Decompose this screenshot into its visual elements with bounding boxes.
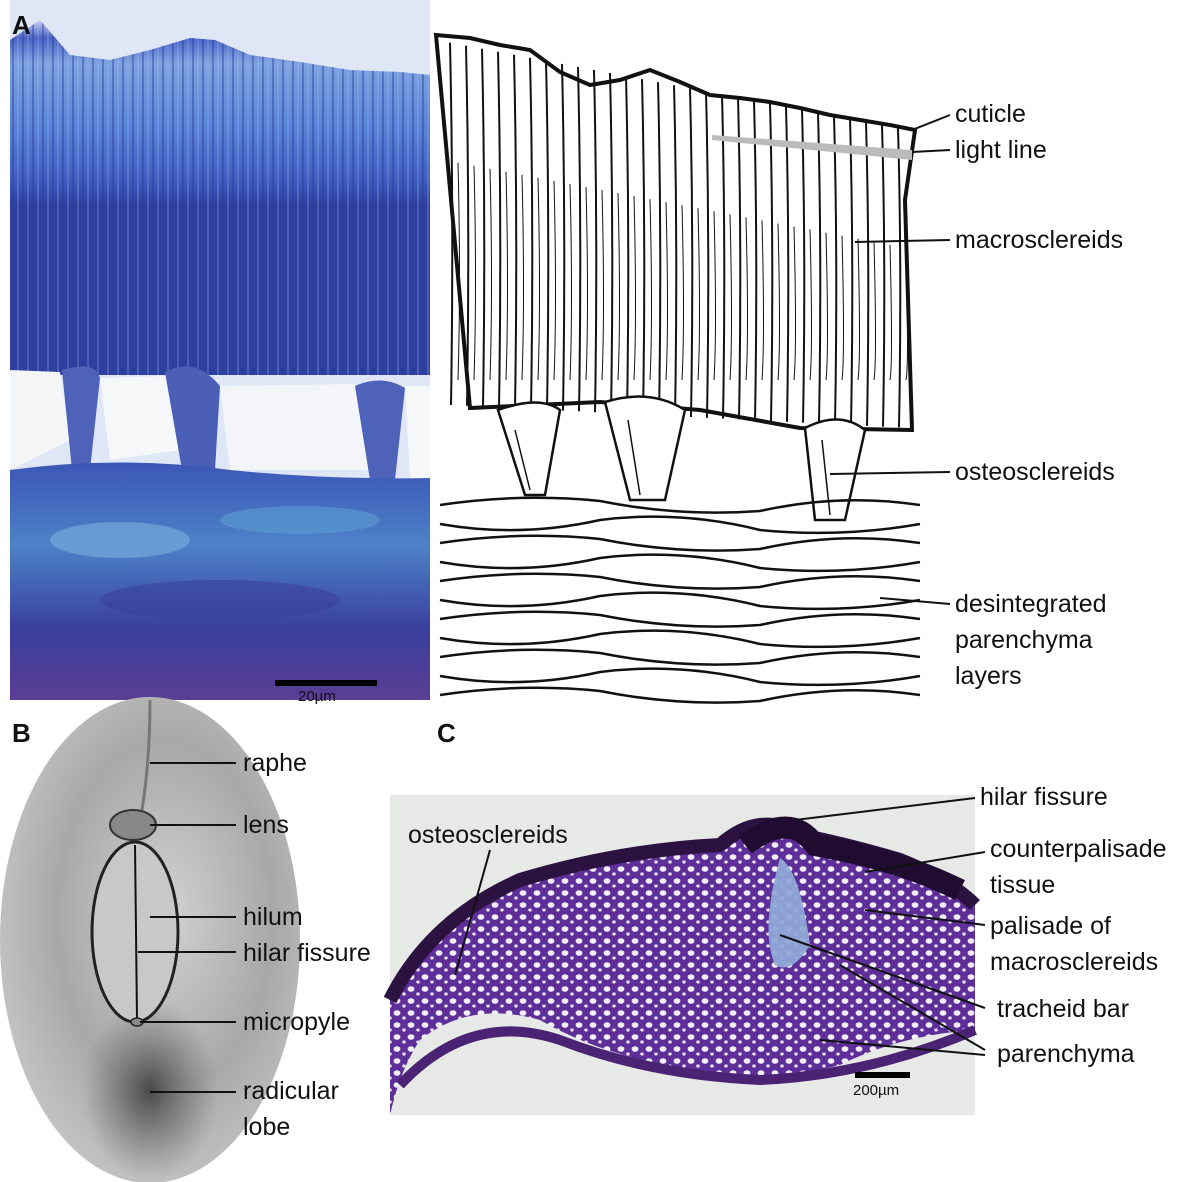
parenchyma-strand [439,572,921,590]
macrosclereid-lumen [553,180,556,381]
panel-b-seed [0,697,300,1182]
macrosclereid-cell-wall [465,45,470,406]
label-palisade-line2: macrosclereids [990,948,1159,976]
panel-letter-a: A [12,10,31,40]
label-hilum: hilum [243,903,303,931]
label-light-line: light line [955,136,1047,164]
label-micropyle: micropyle [243,1008,350,1036]
macrosclereid-lumen [841,235,844,381]
macrosclereid-lumen [777,223,780,381]
macrosclereid-lumen [681,205,684,381]
macrosclereid-lumen [585,186,588,381]
label-counterpalisade-line1: counterpalisade [990,835,1167,863]
parenchyma-strand [439,667,921,687]
macrosclereid-lumen [617,193,620,381]
macrosclereid-cell-wall [897,127,902,428]
macrosclereid-lumen [649,199,652,381]
parenchyma-strand [439,629,921,649]
macrosclereid-lumen [761,220,764,381]
macrosclereid-lumen [729,214,732,381]
panel-c-leaders [454,797,986,1056]
parenchyma-strand [439,534,921,552]
macrosclereid-cell-wall [817,112,822,424]
macrosclereid-lumen [633,196,636,381]
label-macrosclereids: macrosclereids [955,226,1124,254]
macrosclereid-lumen [697,208,700,381]
parenchyma-strand [439,515,921,535]
panel-a-scale-label: 20µm [298,688,336,705]
parenchyma-strand [439,496,921,514]
macrosclereid-lumen [569,183,572,381]
label-osteosclereids-c: osteosclereids [408,821,568,849]
macrosclereid-cell-wall [449,42,454,406]
macrosclereid-lumen [489,168,492,381]
label-parenchyma-line3: layers [955,662,1022,690]
macrosclereid-lumen [809,229,812,381]
label-palisade-line1: palisade of [990,912,1111,940]
label-hilar-fissure-b: hilar fissure [243,939,371,967]
panel-b-leaders [138,762,236,1093]
label-parenchyma-c: parenchyma [997,1040,1135,1068]
macrosclereid-cell-wall [545,60,550,410]
macrosclereid-cell-wall [625,76,630,414]
macrosclereid-lumen [665,202,668,381]
macrosclereid-cell-wall [833,115,838,425]
macrosclereid-lumen [537,177,540,381]
macrosclereid-cell-wall [705,91,710,418]
macrosclereid-cell-wall [481,48,486,407]
parenchyma-strand [439,610,921,628]
panel-letter-c: C [437,718,456,748]
macrosclereid-lumen [505,171,508,381]
macrosclereid-lumen [601,190,604,381]
label-counterpalisade-line2: tissue [990,871,1056,899]
macrosclereid-cell-wall [657,82,662,416]
panel-a-drawing [433,32,921,704]
macrosclereid-cell-wall [561,63,566,411]
macrosclereid-lumen [873,241,876,381]
panel-a-micrograph [10,0,430,700]
label-raphe: raphe [243,749,307,777]
parenchyma-strand [439,686,921,704]
macrosclereid-lumen [857,238,860,381]
macrosclereid-cell-wall [641,79,646,415]
macrosclereid-cell-wall [593,69,598,413]
macrosclereid-cell-wall [529,57,534,410]
macrosclereid-lumen [457,162,460,381]
macrosclereid-lumen [745,217,748,381]
macrosclereid-cell-wall [609,73,614,414]
macrosclereid-cell-wall [849,118,854,426]
macrosclereid-lumen [521,174,524,381]
macrosclereid-lumen [793,226,796,381]
panel-a-leaders [829,114,951,605]
macrosclereid-cell-wall [577,66,582,412]
macrosclereid-lumen [889,244,892,381]
label-lens: lens [243,811,289,839]
parenchyma-strand [439,553,921,573]
label-parenchyma-line2: parenchyma [955,626,1093,654]
panel-letter-b: B [12,718,31,748]
macrosclereid-cell-wall [689,88,694,418]
label-tracheid-bar: tracheid bar [997,995,1130,1023]
macrosclereid-lumen [825,232,828,381]
macrosclereid-cell-wall [881,124,886,427]
macrosclereid-lumen [713,211,716,381]
panel-c-scale-label: 200µm [853,1082,900,1099]
macrosclereid-cell-wall [865,121,870,426]
parenchyma-strand [439,591,921,611]
macrosclereid-lumen [905,247,908,381]
macrosclereid-cell-wall [513,54,518,409]
macrosclereid-cell-wall [673,85,678,417]
label-parenchyma-line1: desintegrated [955,590,1107,618]
label-radicular-line1: radicular [243,1077,339,1105]
parenchyma-strand [439,648,921,666]
label-radicular-line2: lobe [243,1113,291,1141]
label-hilar-fissure-c: hilar fissure [980,783,1108,811]
panel-c-micrograph [383,795,980,1115]
macrosclereid-cell-wall [497,51,502,408]
label-cuticle: cuticle [955,100,1026,128]
label-osteosclereids: osteosclereids [955,458,1115,486]
macrosclereid-lumen [473,165,476,381]
